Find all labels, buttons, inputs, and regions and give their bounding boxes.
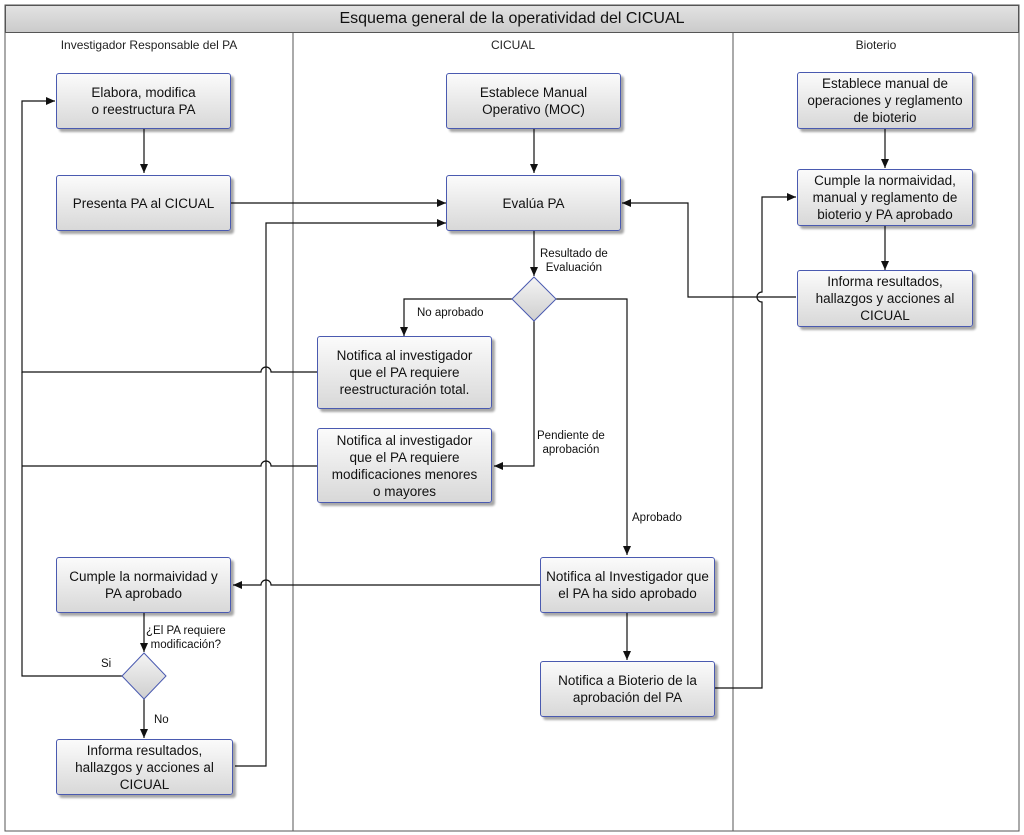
lane-header-bioterio: Bioterio (855, 38, 897, 52)
edge-informa-evalua (235, 219, 446, 767)
edge-aprobado (556, 298, 631, 555)
box-notifica-modificaciones[interactable]: Notifica al investigador que el PA requi… (317, 428, 492, 503)
box-informa-resultados-inv[interactable]: Informa resultados, hallazgos y acciones… (56, 739, 233, 795)
label-resultado-evaluacion: Resultado de Evaluación (540, 248, 608, 274)
box-evalua-pa[interactable]: Evalúa PA (446, 175, 621, 231)
box-establece-moc[interactable]: Establece Manual Operativo (MOC) (446, 73, 621, 129)
box-establece-manual-bioterio[interactable]: Establece manual de operaciones y reglam… (797, 72, 973, 129)
label-requiere-modificacion: ¿El PA requiere modificación? (146, 625, 226, 651)
box-presenta-pa[interactable]: Presenta PA al CICUAL (56, 175, 231, 231)
decision-modificacion-diamond (121, 652, 167, 700)
label-pendiente-aprobacion: Pendiente de aprobación (537, 430, 605, 456)
edge-informa-bioterio-evalua (622, 199, 796, 298)
label-no: No (154, 714, 169, 726)
box-elabora-pa[interactable]: Elabora, modifica o reestructura PA (56, 73, 231, 129)
box-notifica-reestructuracion[interactable]: Notifica al investigador que el PA requi… (317, 336, 492, 409)
edge-aprobado-cumple (233, 579, 540, 589)
box-cumple-normatividad-inv[interactable]: Cumple la normaividad y PA aprobado (56, 557, 231, 613)
edge-bioterio-cumple (715, 193, 796, 689)
box-notifica-bioterio[interactable]: Notifica a Bioterio de la aprobación del… (540, 661, 715, 717)
diagram-title: Esquema general de la operatividad del C… (5, 5, 1019, 33)
box-notifica-aprobado[interactable]: Notifica al Investigador que el PA ha si… (540, 557, 715, 613)
lane-header-investigador: Investigador Responsable del PA (60, 38, 238, 52)
box-cumple-normatividad-bioterio[interactable]: Cumple la normaividad, manual y reglamen… (797, 169, 973, 226)
edge-pendiente (494, 321, 535, 470)
label-aprobado: Aprobado (632, 512, 682, 524)
edge-menores-elabora (22, 460, 317, 467)
box-informa-resultados-bioterio[interactable]: Informa resultados, hallazgos y acciones… (797, 270, 973, 327)
edge-decision-si (21, 372, 122, 677)
decision-resultado-diamond (511, 276, 557, 322)
label-si: Si (101, 658, 112, 670)
label-no-aprobado: No aprobado (417, 307, 484, 319)
edge-no-aprobado (400, 298, 512, 336)
edge-total-elabora (21, 97, 317, 373)
lane-header-cicual: CICUAL (490, 38, 535, 52)
